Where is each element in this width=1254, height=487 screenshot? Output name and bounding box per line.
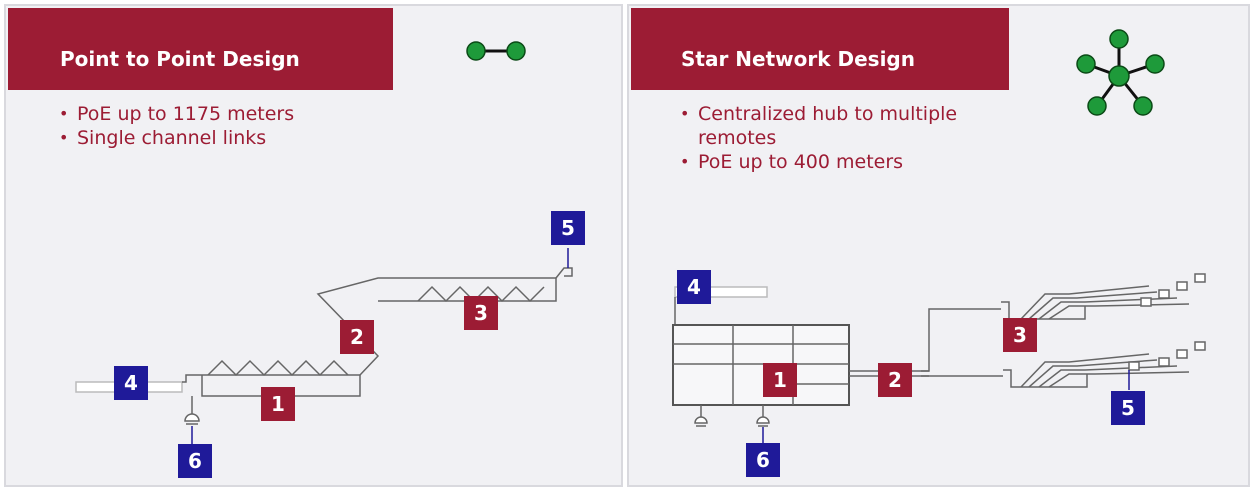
star-network-panel: Star Network Design xyxy=(627,4,1250,487)
callout-4: 4 xyxy=(114,366,148,400)
callout-3: 3 xyxy=(464,296,498,330)
callout-1: 1 xyxy=(763,363,797,397)
callout-5: 5 xyxy=(1111,391,1145,425)
callout-2: 2 xyxy=(340,320,374,354)
star-network-icon xyxy=(1076,29,1165,116)
callout-leaders xyxy=(762,370,1130,443)
hub-and-remotes xyxy=(672,273,1206,427)
callout-6: 6 xyxy=(178,444,212,478)
callout-1: 1 xyxy=(261,387,295,421)
callout-3: 3 xyxy=(1003,318,1037,352)
callout-2: 2 xyxy=(878,363,912,397)
point-to-point-panel: Point to Point Design xyxy=(4,4,623,487)
callout-4: 4 xyxy=(677,270,711,304)
feature-list: Centralized hub to multiple remotes PoE … xyxy=(680,102,1040,174)
feature-item: PoE up to 1175 meters xyxy=(59,102,419,126)
feature-list: PoE up to 1175 meters Single channel lin… xyxy=(59,102,419,150)
panel-title: Star Network Design xyxy=(631,8,1009,90)
callout-6: 6 xyxy=(746,443,780,477)
feature-item: Single channel links xyxy=(59,126,419,150)
panel-title: Point to Point Design xyxy=(8,8,393,90)
star-network-diagram xyxy=(672,29,1206,443)
point-to-point-diagram xyxy=(75,41,573,444)
callout-5: 5 xyxy=(551,211,585,245)
feature-item: Centralized hub to multiple remotes xyxy=(680,102,1040,150)
feature-item: PoE up to 400 meters xyxy=(680,150,1040,174)
lower-line-segment xyxy=(75,267,573,425)
callout-leaders xyxy=(191,248,569,444)
two-node-link-icon xyxy=(466,41,526,61)
